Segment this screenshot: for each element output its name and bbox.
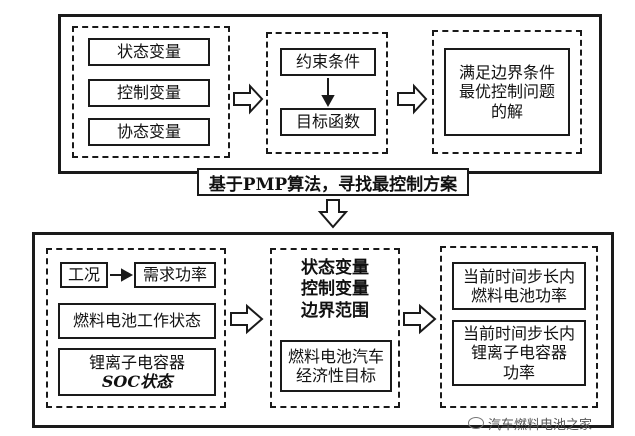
fuel-cell-power-box: 当前时间步长内 燃料电池功率: [452, 262, 586, 310]
lic-soc-line-2: SOC状态: [101, 372, 173, 391]
objective-function-box: 目标函数: [280, 108, 376, 136]
state-variable-box: 状态变量: [88, 38, 210, 66]
demand-power-box: 需求功率: [134, 262, 216, 288]
middle-bottom-line-1: 燃料电池汽车: [287, 346, 384, 366]
middle-top-line-2: 控制变量: [301, 279, 369, 300]
watermark-text: 汽车燃料电池之家: [488, 417, 593, 433]
middle-bottom-line-2: 经济性目标: [295, 366, 376, 385]
hollow-arrow-right-icon: [403, 303, 437, 335]
middle-top-line-3: 边界范围: [301, 300, 369, 321]
right-top-line-1: 当前时间步长内: [462, 266, 575, 286]
solution-line-3: 的解: [490, 101, 523, 121]
arrow-right-icon: [110, 268, 134, 282]
right-bottom-line-1: 当前时间步长内: [462, 324, 575, 344]
fuel-cell-state-box: 燃料电池工作状态: [58, 303, 216, 339]
lic-soc-line-1: 锂离子电容器: [88, 352, 185, 372]
condition-box: 工况: [60, 262, 108, 288]
lic-power-box: 当前时间步长内 锂离子电容器 功率: [452, 320, 586, 386]
solution-box: 满足边界条件 最优控制问题 的解: [444, 48, 570, 136]
middle-top-line-1: 状态变量: [301, 258, 369, 279]
solution-line-2: 最优控制问题: [458, 82, 555, 102]
hollow-arrow-right-icon: [233, 83, 264, 115]
lic-soc-box: 锂离子电容器 SOC状态: [58, 348, 216, 396]
state-control-boundary-text: 状态变量 控制变量 边界范围: [280, 256, 390, 324]
pmp-banner: 基于PMP算法，寻找最控制方案: [197, 168, 469, 196]
watermark: 汽车燃料电池之家: [468, 414, 628, 433]
hollow-arrow-right-icon: [397, 83, 428, 115]
right-bottom-line-3: 功率: [502, 362, 535, 382]
economy-target-box: 燃料电池汽车 经济性目标: [280, 340, 392, 392]
control-variable-box: 控制变量: [88, 79, 210, 107]
wechat-icon: [468, 417, 484, 429]
hollow-arrow-down-icon: [317, 199, 349, 229]
solution-line-1: 满足边界条件: [458, 63, 555, 83]
right-bottom-line-2: 锂离子电容器: [470, 343, 567, 363]
costate-variable-box: 协态变量: [88, 118, 210, 146]
hollow-arrow-right-icon: [230, 303, 264, 335]
right-top-line-2: 燃料电池功率: [470, 286, 567, 305]
constraint-box: 约束条件: [280, 48, 376, 76]
arrow-down-icon: [321, 78, 335, 108]
